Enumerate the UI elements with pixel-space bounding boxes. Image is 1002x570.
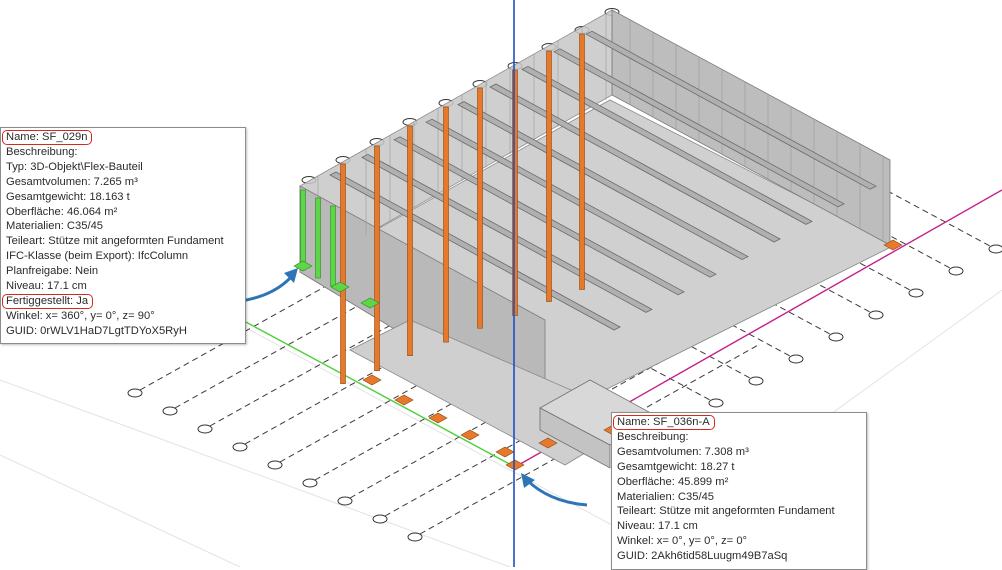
grid-marker [197,424,213,434]
pointer-arrow-right [525,478,588,507]
grid-marker [868,310,884,320]
roof-beam [585,30,877,190]
annex-box-front [539,407,611,469]
column-base-orange [394,394,414,406]
tooltip-typ: Typ: 3D-Objekt\Flex-Bauteil [6,160,143,173]
tooltip-name-highlight: Name: SF_036n-A [613,415,715,430]
tooltip-teileart: Teileart: Stütze mit angeformten Fundame… [617,505,835,518]
column-base-orange [505,459,525,471]
tooltip-winkel: Winkel: x= 360°, y= 0°, z= 90° [6,309,155,322]
grid-marker [162,406,178,416]
tooltip-beschreibung: Beschreibung: [617,430,689,443]
column-orange [407,125,413,356]
tooltip-planfreigabe: Planfreigabe: Nein [6,265,99,278]
column-green [330,205,336,287]
column-orange [477,87,483,329]
roof-beam [457,101,749,261]
grid-marker [337,496,353,506]
axis-x-green [204,299,516,468]
tooltip-gesamtvolumen: Gesamtvolumen: 7.308 m³ [617,445,749,458]
column-base-orange [538,437,558,449]
grid-marker [708,398,724,408]
grid-marker [748,376,764,386]
tooltip-beschreibung: Beschreibung: [6,145,78,158]
roof-beam [425,118,717,278]
grid-marker [232,442,248,452]
tooltip-niveau: Niveau: 17.1 cm [6,280,87,293]
tooltip-guid: GUID: 0rWLV1HaD7LgtTDYoX5RyH [6,324,187,337]
column-orange [443,106,449,343]
tooltip-name-highlight: Name: SF_029n [2,130,93,145]
object-tooltip-sf036n-a: Name: SF_036n-A Beschreibung: Gesamtvolu… [611,412,867,570]
roof-beam [489,83,781,243]
grid-marker [908,288,924,298]
column-base-orange [883,239,903,251]
column-orange [340,163,346,384]
roof-beam [521,65,813,225]
grid-marker [988,244,1002,254]
column-orange [512,69,518,316]
roof-beam [553,48,845,208]
column-base-orange [428,412,448,424]
column-base-green [330,281,350,293]
tooltip-gesamtgewicht: Gesamtgewicht: 18.27 t [617,460,735,473]
tooltip-gesamtvolumen: Gesamtvolumen: 7.265 m³ [6,175,138,188]
column-green [315,197,321,279]
building-model [293,9,903,471]
pointer-arrow-left-head [284,268,298,283]
column-orange [546,50,552,302]
pointer-arrow-right-head [521,473,535,488]
column-orange [374,145,380,372]
grid-marker [127,388,143,398]
grid-marker [948,266,964,276]
grid-marker [788,354,804,364]
grid-marker [267,460,283,470]
tooltip-oberflaeche: Oberfläche: 45.899 m² [617,475,729,488]
object-tooltip-sf029n: Name: SF_029n Beschreibung: Typ: 3D-Obje… [0,127,246,344]
column-orange [579,33,585,290]
tooltip-teileart: Teileart: Stütze mit angeformten Fundame… [6,235,224,248]
grid-marker [372,514,388,524]
column-base-green [360,297,380,309]
tooltip-materialien: Materialien: C35/45 [617,490,715,503]
column-base-green [293,260,313,272]
grid-marker [407,532,423,542]
column-green [300,189,306,271]
tooltip-gesamtgewicht: Gesamtgewicht: 18.163 t [6,190,130,203]
tooltip-fertiggestellt-highlight: Fertiggestellt: Ja [2,293,94,309]
tooltip-materialien: Materialien: C35/45 [6,220,104,233]
tooltip-oberflaeche: Oberfläche: 46.064 m² [6,205,118,218]
tooltip-niveau: Niveau: 17.1 cm [617,520,698,533]
tooltip-winkel: Winkel: x= 0°, y= 0°, z= 0° [617,535,748,548]
grid-marker [828,332,844,342]
tooltip-guid: GUID: 2Akh6tid58Luugm49B7aSq [617,550,788,563]
grid-marker [302,478,318,488]
column-base-orange [495,446,515,458]
column-base-orange [460,429,480,441]
column-base-orange [362,374,382,386]
tooltip-ifc-klasse: IFC-Klasse (beim Export): IfcColumn [6,250,189,263]
